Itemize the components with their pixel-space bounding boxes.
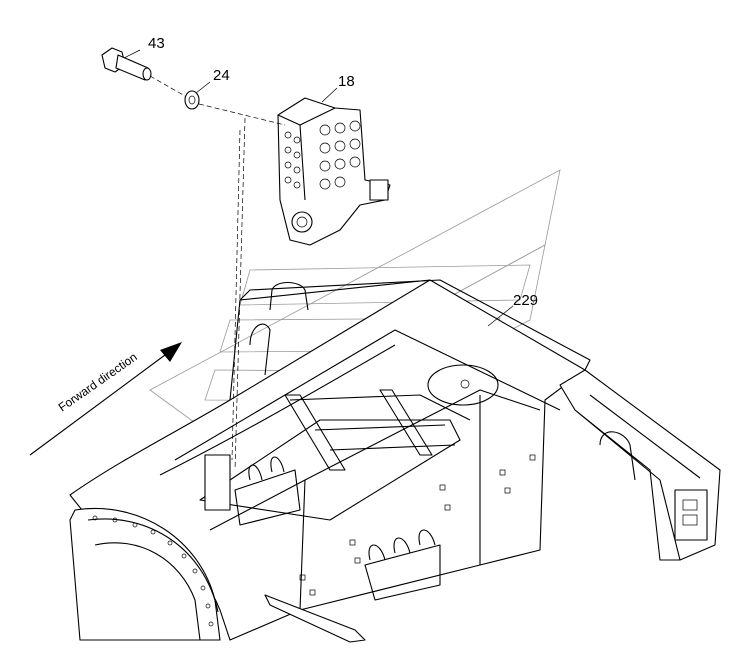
main-frame bbox=[69, 279, 721, 643]
forward-direction-arrow bbox=[29, 342, 182, 456]
side-bolts bbox=[299, 454, 536, 596]
bottom-forks bbox=[364, 529, 441, 601]
leader-lines bbox=[123, 49, 514, 327]
assembly-dashed-lines bbox=[149, 75, 286, 471]
valve-block-part bbox=[277, 97, 391, 246]
callout-frame: 229 bbox=[513, 292, 538, 309]
callout-bolt: 43 bbox=[148, 35, 165, 52]
top-forks bbox=[204, 454, 301, 526]
bolt-part bbox=[101, 47, 152, 81]
callout-washer: 24 bbox=[213, 67, 230, 84]
washer-part bbox=[184, 90, 200, 110]
flange-bolt-holes bbox=[92, 515, 214, 627]
valve-ports bbox=[284, 120, 361, 190]
callout-valve-block: 18 bbox=[338, 73, 355, 90]
